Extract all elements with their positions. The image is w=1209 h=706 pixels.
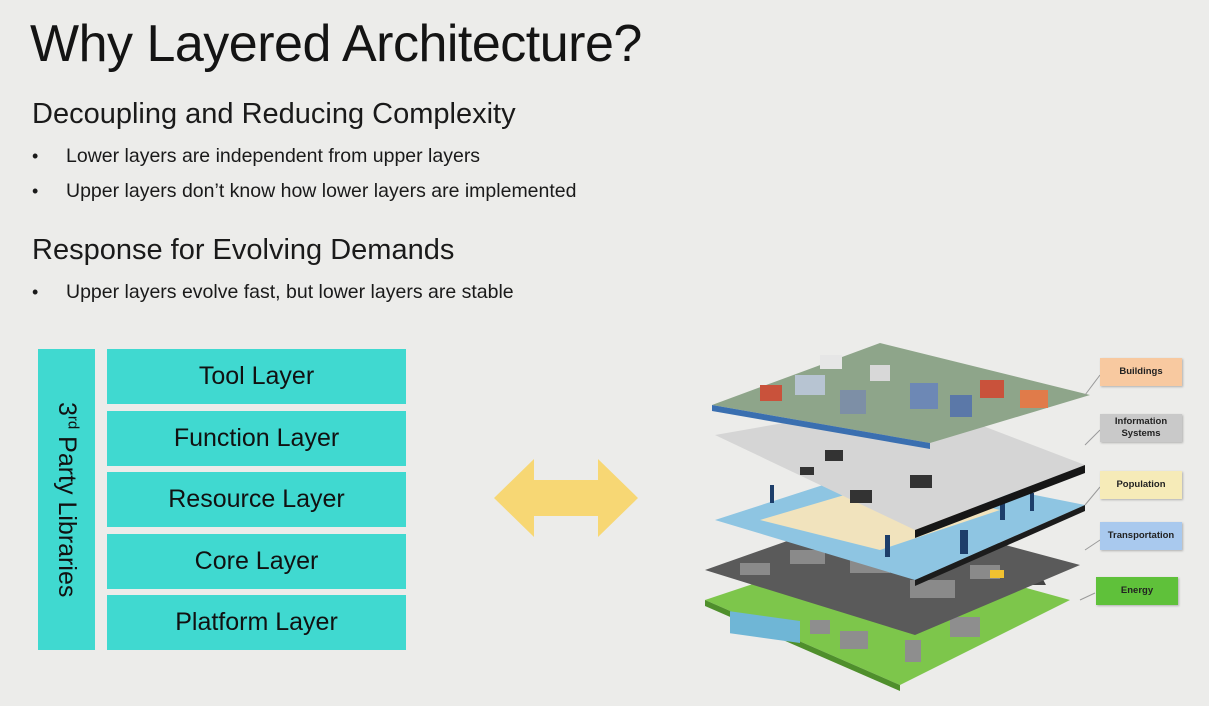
- layer-block-tool: Tool Layer: [107, 349, 406, 404]
- double-arrow-icon: [494, 459, 638, 537]
- label-information-systems: Information Systems: [1100, 414, 1182, 442]
- bullet-item: • Upper layers don’t know how lower laye…: [32, 180, 577, 203]
- third-party-libraries-bar: 3rd Party Libraries: [38, 349, 95, 650]
- bullet-text: Lower layers are independent from upper …: [66, 145, 481, 167]
- bullet-text: Upper layers evolve fast, but lower laye…: [66, 281, 514, 303]
- bullet-dot: •: [32, 146, 39, 166]
- layer-block-platform: Platform Layer: [107, 595, 406, 650]
- section-heading-decoupling: Decoupling and Reducing Complexity: [32, 98, 516, 130]
- bullet-item: • Lower layers are independent from uppe…: [32, 145, 480, 168]
- smart-city-layers-illustration: [705, 343, 1101, 691]
- third-party-libraries-label: 3rd Party Libraries: [52, 401, 82, 598]
- layer-block-core: Core Layer: [107, 534, 406, 589]
- section-heading-evolving: Response for Evolving Demands: [32, 234, 455, 266]
- bullet-dot: •: [32, 181, 39, 201]
- bullet-dot: •: [32, 282, 39, 302]
- bullet-item: • Upper layers evolve fast, but lower la…: [32, 281, 514, 304]
- label-transportation: Transportation: [1100, 522, 1182, 550]
- label-population: Population: [1100, 471, 1182, 499]
- bullet-text: Upper layers don’t know how lower layers…: [66, 180, 577, 202]
- label-buildings: Buildings: [1100, 358, 1182, 386]
- label-energy: Energy: [1096, 577, 1178, 605]
- slide-title: Why Layered Architecture?: [30, 15, 642, 73]
- layer-block-function: Function Layer: [107, 411, 406, 466]
- layer-block-resource: Resource Layer: [107, 472, 406, 527]
